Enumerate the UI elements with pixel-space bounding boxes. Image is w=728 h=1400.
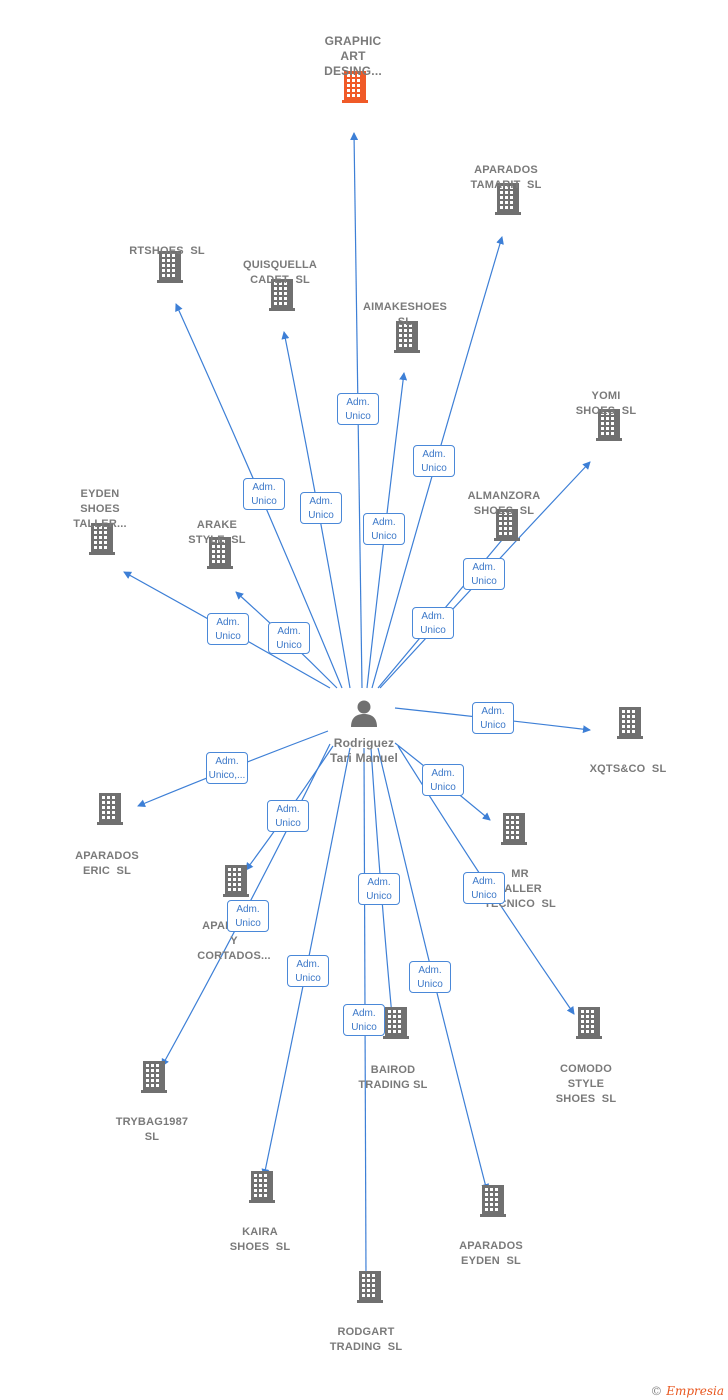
role-badge-rodgart-trading-sl: Adm. Unico xyxy=(343,1004,385,1036)
role-badge-kaira-shoes-sl: Adm. Unico xyxy=(287,955,329,987)
company-label-graphic-art-desing[interactable]: GRAPHIC ART DESING... xyxy=(324,34,382,78)
building-icon[interactable] xyxy=(220,863,252,902)
building-icon[interactable] xyxy=(491,507,523,546)
building-icon[interactable] xyxy=(573,1005,605,1044)
building-icon[interactable] xyxy=(154,249,186,288)
role-badge-yomi-shoes-sl: Adm. Unico xyxy=(463,558,505,590)
building-icon[interactable] xyxy=(380,1005,412,1044)
person-icon[interactable] xyxy=(349,698,379,733)
company-label-rodgart-trading-sl[interactable]: RODGART TRADING SL xyxy=(329,1326,403,1353)
company-label-quisquella-cadet-sl[interactable]: QUISQUELLA CADET SL xyxy=(242,259,318,286)
building-icon[interactable] xyxy=(339,69,371,108)
building-icon[interactable] xyxy=(246,1169,278,1208)
role-badge-aparados-cortados: Adm. Unico xyxy=(267,800,309,832)
role-badge-aparados-tamarit-sl: Adm. Unico xyxy=(413,445,455,477)
building-icon[interactable] xyxy=(498,811,530,850)
brand-name: Empresia xyxy=(666,1384,724,1398)
role-badge-xqts-co-sl: Adm. Unico xyxy=(472,702,514,734)
company-label-aparados-eric-sl[interactable]: APARADOS ERIC SL xyxy=(75,850,139,877)
copyright-symbol: © xyxy=(650,1384,663,1398)
role-badge-eyden-shoes-taller: Adm. Unico xyxy=(207,613,249,645)
building-icon[interactable] xyxy=(266,277,298,316)
company-label-arake-style-sl[interactable]: ARAKE STYLE SL xyxy=(188,519,246,546)
role-badge-arake-style-sl: Adm. Unico xyxy=(268,622,310,654)
company-label-almanzora-shoes-sl[interactable]: ALMANZORA SHOES SL xyxy=(467,490,541,517)
center-person-label[interactable]: Rodriguez Tari Manuel xyxy=(330,736,398,765)
role-badge-aimakeshoes-sl: Adm. Unico xyxy=(363,513,405,545)
role-badge-graphic-art-desing: Adm. Unico xyxy=(337,393,379,425)
company-label-xqts-co-sl[interactable]: XQTS&CO SL xyxy=(589,763,667,775)
building-icon[interactable] xyxy=(593,407,625,446)
company-label-aparados-eyden-sl[interactable]: APARADOS EYDEN SL xyxy=(459,1240,523,1267)
footer-brand: © Empresia xyxy=(650,1384,724,1398)
role-badge-aparados-eric-sl: Adm. Unico,... xyxy=(206,752,248,784)
building-icon[interactable] xyxy=(614,705,646,744)
company-label-bairod-trading-sl[interactable]: BAIROD TRADING SL xyxy=(358,1064,428,1091)
role-badge-trybag1987-sl: Adm. Unico xyxy=(227,900,269,932)
company-label-rtshoes-sl[interactable]: RTSHOES SL xyxy=(129,245,205,257)
building-icon[interactable] xyxy=(391,319,423,358)
role-badge-quisquella-cadet-sl: Adm. Unico xyxy=(300,492,342,524)
role-badge-mr-taller-tecnico-sl: Adm. Unico xyxy=(422,764,464,796)
building-icon[interactable] xyxy=(94,791,126,830)
company-label-comodo-style-shoes-sl[interactable]: COMODO STYLE SHOES SL xyxy=(555,1063,617,1105)
role-badge-bairod-trading-sl: Adm. Unico xyxy=(358,873,400,905)
company-label-aparados-tamarit-sl[interactable]: APARADOS TAMARIT SL xyxy=(470,164,542,191)
building-icon[interactable] xyxy=(354,1269,386,1308)
company-label-eyden-shoes-taller[interactable]: EYDEN SHOES TALLER... xyxy=(73,488,127,530)
building-icon[interactable] xyxy=(138,1059,170,1098)
company-label-trybag1987-sl[interactable]: TRYBAG1987 SL xyxy=(115,1116,189,1143)
company-label-kaira-shoes-sl[interactable]: KAIRA SHOES SL xyxy=(229,1226,291,1253)
building-icon[interactable] xyxy=(86,521,118,560)
building-icon[interactable] xyxy=(204,535,236,574)
company-label-yomi-shoes-sl[interactable]: YOMI SHOES SL xyxy=(575,390,637,417)
role-badge-comodo-style-shoes-sl: Adm. Unico xyxy=(463,872,505,904)
role-badge-aparados-eyden-sl: Adm. Unico xyxy=(409,961,451,993)
company-label-aimakeshoes-sl[interactable]: AIMAKESHOES SL xyxy=(362,301,448,328)
role-badge-rtshoes-sl: Adm. Unico xyxy=(243,478,285,510)
role-badge-almanzora-shoes-sl: Adm. Unico xyxy=(412,607,454,639)
building-icon[interactable] xyxy=(492,181,524,220)
building-icon[interactable] xyxy=(477,1183,509,1222)
